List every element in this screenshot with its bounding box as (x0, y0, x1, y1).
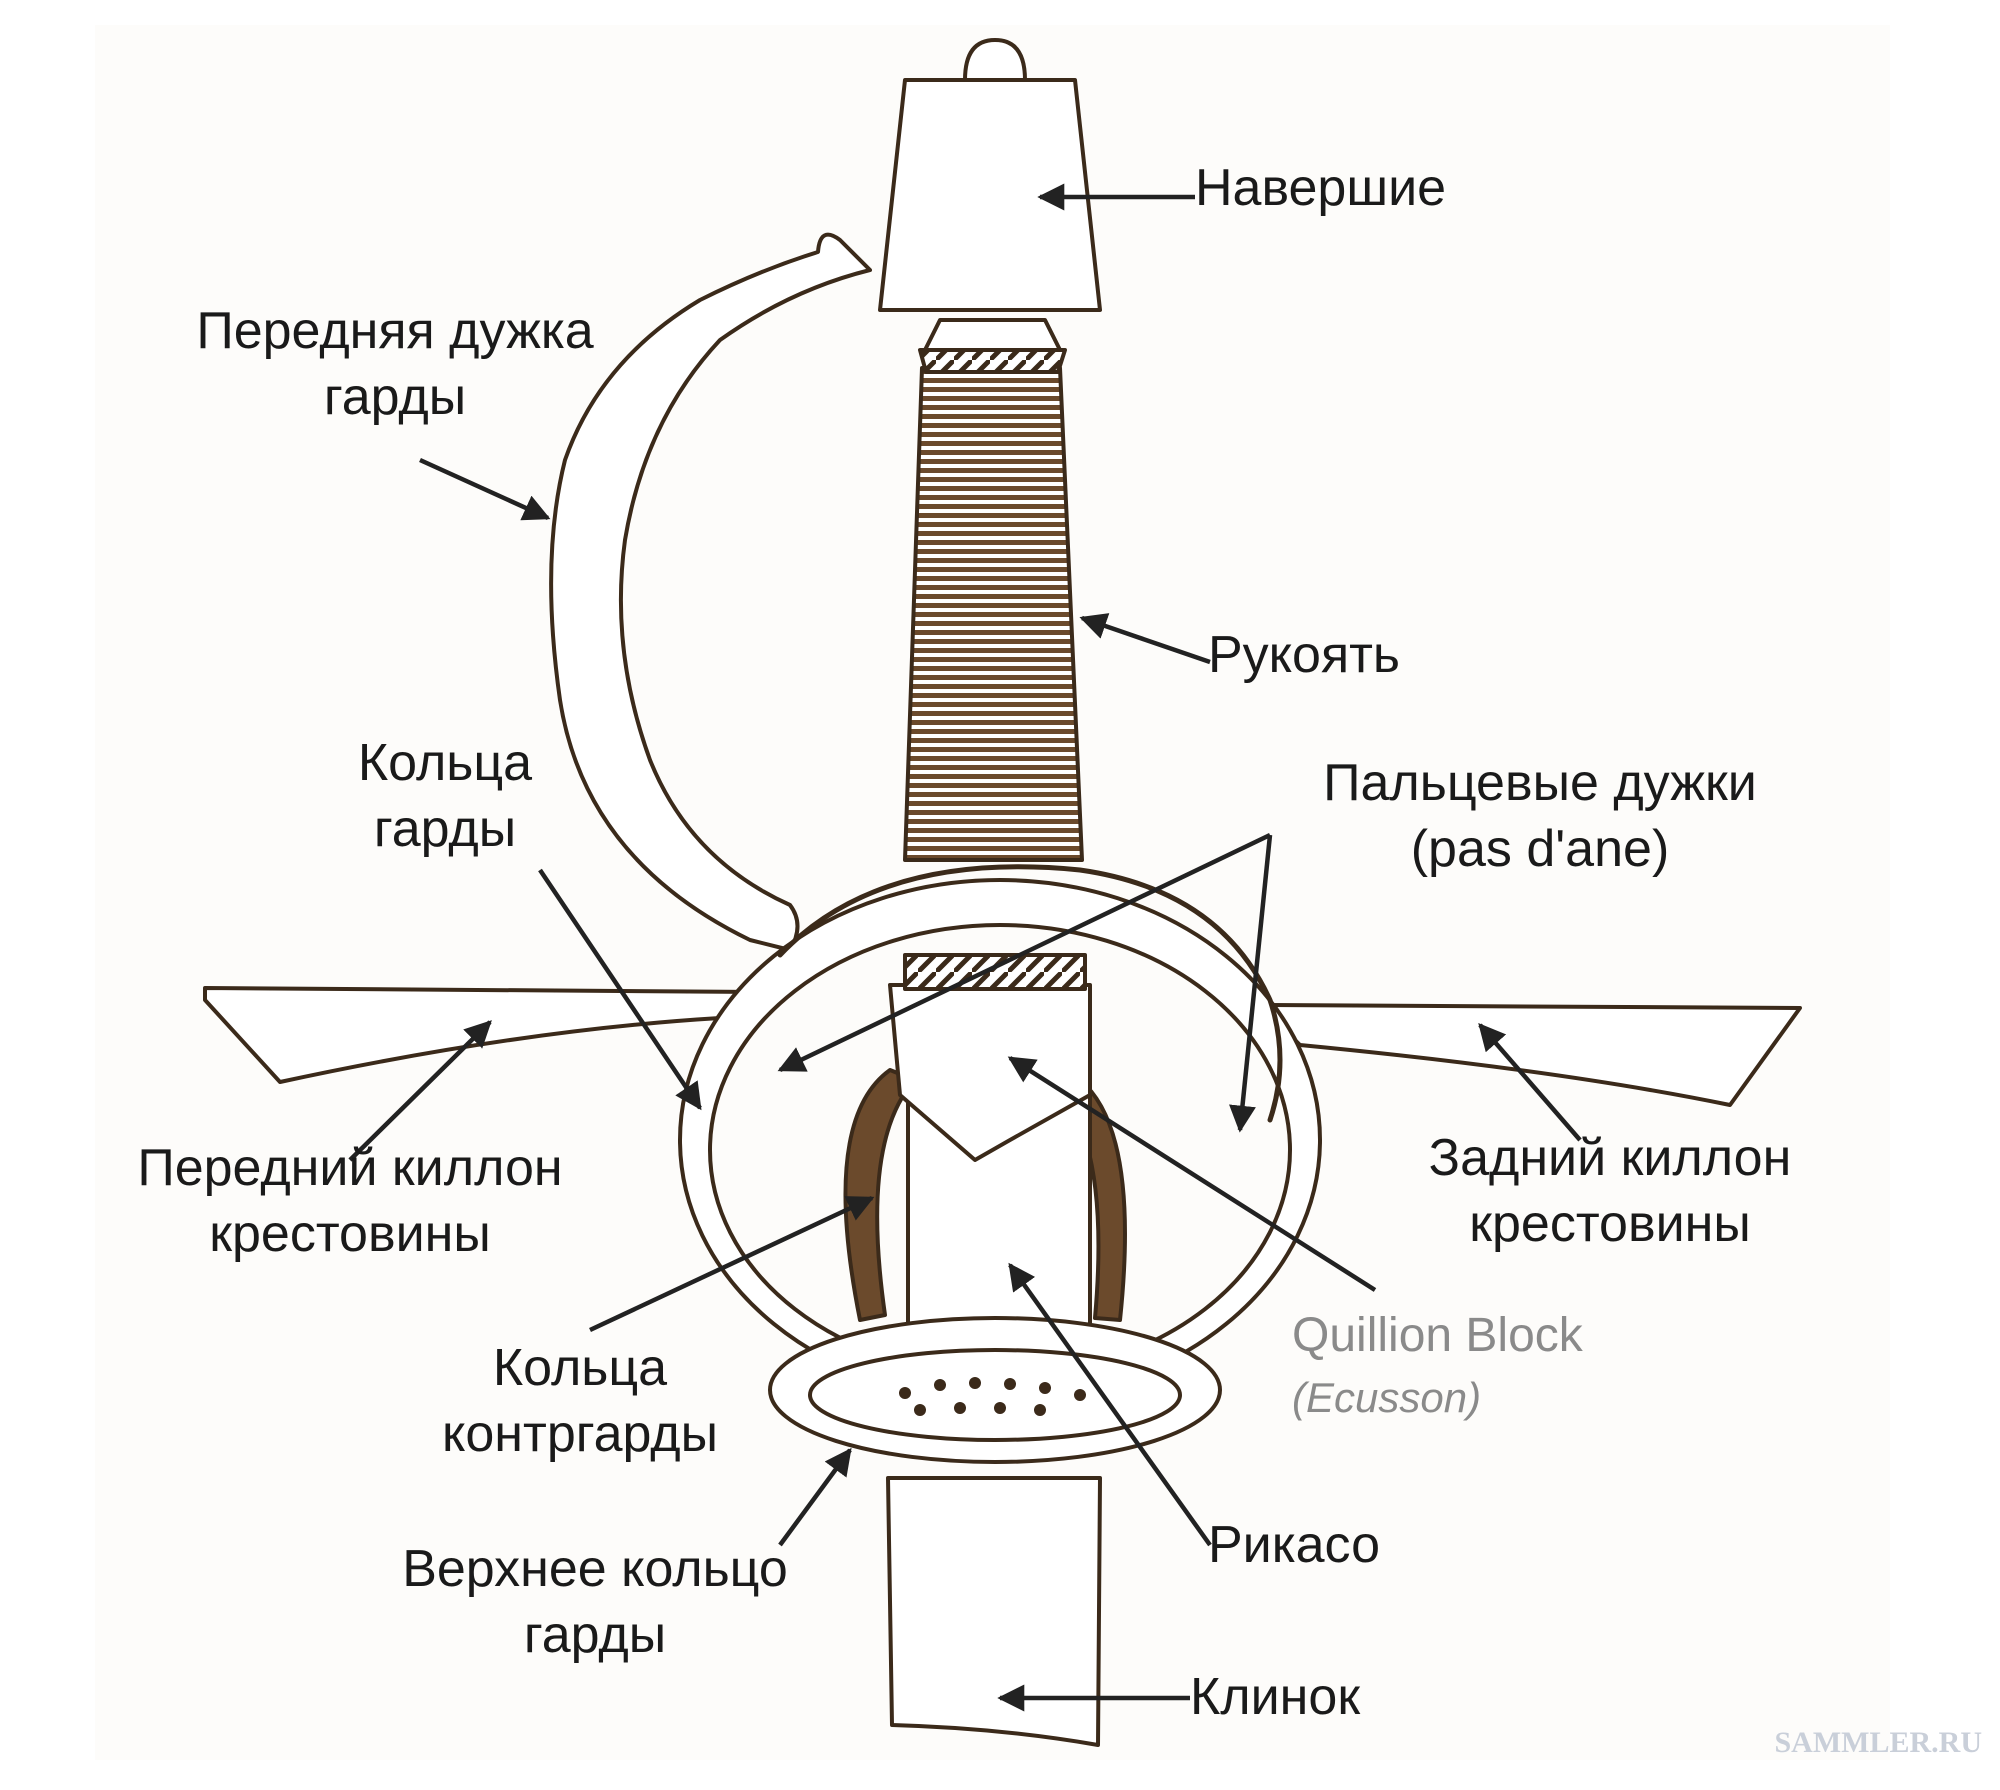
arrow-rear-quillon (1478, 1022, 1582, 1142)
block-ferrule (903, 953, 1087, 991)
label-front-quillon-line1: Передний киллон (137, 1139, 563, 1197)
label-grip: Рукоять (1208, 622, 1400, 688)
label-upper-guard-ring: Верхнее кольцо гарды (350, 1536, 840, 1668)
arrow-ricasso (1008, 1262, 1212, 1547)
arrow-knuckle-bow (419, 457, 551, 521)
label-grip-text: Рукоять (1208, 626, 1401, 684)
arrow-quillon-block (1007, 1056, 1377, 1292)
label-pas-dane: Пальцевые дужки (pas d'ane) (1270, 750, 1810, 882)
sword-drawing (203, 38, 1802, 1747)
label-front-quillon-line2: крестовины (209, 1205, 491, 1263)
grip-neck (923, 318, 1062, 352)
arrow-front-quillon (348, 1020, 492, 1162)
rear-quillon-shape (1258, 1003, 1802, 1107)
label-knuckle-bow: Передняя дужка гарды (160, 298, 630, 430)
label-counterguard-rings-line1: Кольца (492, 1339, 668, 1397)
arrow-guard-rings (538, 868, 702, 1111)
label-rear-quillon: Задний киллон крестовины (1395, 1125, 1825, 1257)
arrow-pas-dane-left (777, 832, 1271, 1073)
label-guard-rings-line2: гарды (373, 800, 517, 858)
label-rear-quillon-line1: Задний киллон (1428, 1129, 1792, 1187)
counterguard-ring-left (843, 1068, 917, 1322)
label-blade: Клинок (1190, 1664, 1360, 1730)
label-pas-dane-line1: Пальцевые дужки (1323, 754, 1757, 812)
arrow-counterguard-rings (589, 1195, 875, 1333)
label-blade-text: Клинок (1190, 1668, 1361, 1726)
label-rear-quillon-line2: крестовины (1469, 1195, 1751, 1253)
label-counterguard-rings-line2: контргарды (442, 1405, 718, 1463)
arrow-pas-dane-right (1229, 834, 1273, 1133)
label-quillon-block-line2: (Ecusson) (1292, 1374, 1482, 1421)
grip-shape (903, 366, 1084, 862)
label-guard-rings: Кольца гарды (320, 730, 570, 862)
blade-shape (886, 1476, 1102, 1747)
arrow-upper-guard-ring (778, 1447, 852, 1547)
label-knuckle-bow-line2: гарды (323, 368, 467, 426)
guard-ring-dots (899, 1377, 1086, 1416)
label-quillon-block: Quillion Block (Ecusson) (1292, 1305, 1583, 1429)
label-ricasso: Рикасо (1208, 1512, 1380, 1578)
label-ricasso-text: Рикасо (1208, 1516, 1381, 1574)
label-pommel: Навершие (1195, 155, 1446, 221)
label-quillon-block-line1: Quillion Block (1292, 1309, 1583, 1362)
annotation-arrows (348, 183, 1582, 1712)
arrow-grip (1079, 613, 1211, 665)
watermark: SAMMLER.RU (1774, 1726, 1983, 1759)
quillon-block-shape (888, 983, 1092, 1162)
label-counterguard-rings: Кольца контргарды (410, 1335, 750, 1467)
label-pas-dane-line2: (pas d'ane) (1410, 820, 1670, 878)
label-upper-guard-ring-line1: Верхнее кольцо (402, 1540, 788, 1598)
pommel-button (963, 38, 1027, 82)
knuckle-bow-shape (549, 232, 872, 952)
s-guard-sweep (777, 864, 1283, 1123)
label-knuckle-bow-line1: Передняя дужка (196, 302, 594, 360)
label-guard-rings-line1: Кольца (357, 734, 533, 792)
grip-top-ring (918, 348, 1067, 374)
label-pommel-text: Навершие (1195, 159, 1447, 217)
label-front-quillon: Передний киллон крестовины (100, 1135, 600, 1267)
label-upper-guard-ring-line2: гарды (523, 1606, 667, 1664)
